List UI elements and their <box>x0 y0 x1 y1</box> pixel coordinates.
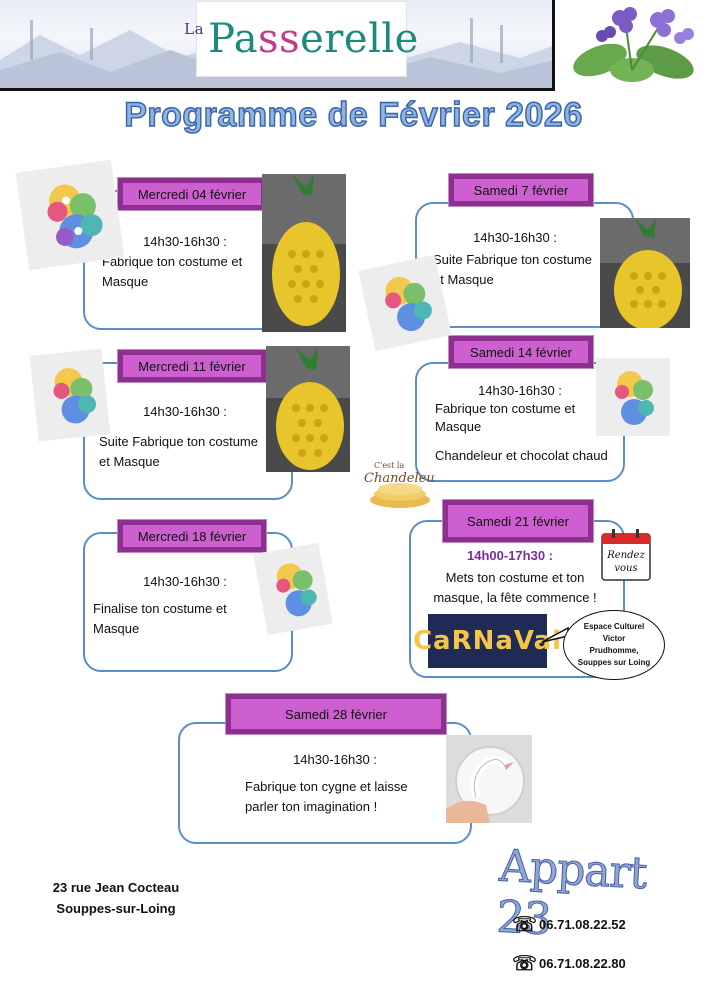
venue-line: Espace Culturel <box>583 622 645 631</box>
craft-masks-photo <box>253 542 333 636</box>
event-description: Fabrique ton costume et Masque <box>102 252 242 292</box>
telephone-icon: ☏ <box>512 914 538 936</box>
craft-masks-photo <box>358 254 452 352</box>
telephone-icon: ☏ <box>512 953 538 975</box>
event-description-line: Fabrique ton costume et <box>435 401 576 416</box>
event-time: 14h00-17h30 : <box>467 548 553 563</box>
pineapple-costume-photo <box>262 174 346 332</box>
event-description-line: masque, la fête commence ! <box>433 590 597 605</box>
address-block: 23 rue Jean Cocteau Souppes-sur-Loing <box>46 877 186 919</box>
rendez-text: Rendez <box>606 550 645 561</box>
event-time: 14h30-16h30 : <box>478 383 562 398</box>
address-line: 23 rue Jean Cocteau <box>52 880 180 895</box>
phone-number: ☏ 06.71.08.22.52 <box>512 912 626 937</box>
event-description-line: Suite Fabrique ton costume <box>99 434 258 449</box>
pineapple-costume-photo <box>266 346 350 472</box>
event-date-label: Samedi 21 février <box>442 499 594 543</box>
event-description: Fabrique ton cygne et laisse parler ton … <box>245 777 408 817</box>
venue-speech-bubble: Espace Culturel Victor Prudhomme, Souppe… <box>563 610 665 680</box>
event-date-label: Mercredi 11 février <box>117 349 267 383</box>
venue-line: Prudhomme, <box>589 646 639 655</box>
logo-ss: ss <box>258 16 301 62</box>
event-description-line: et Masque <box>433 272 494 287</box>
header-divider-vertical <box>552 0 555 91</box>
paper-plate-swan-photo <box>446 735 532 823</box>
rendez-vous-calendar-icon: Rendez vous <box>601 529 651 581</box>
logo-rest: erelle <box>300 16 419 62</box>
violets-flower-illustration <box>573 7 694 82</box>
event-description: Fabrique ton costume et Masque <box>435 400 575 436</box>
event-time: 14h30-16h30 : <box>143 404 227 419</box>
phone-number-text: 06.71.08.22.80 <box>539 956 626 971</box>
event-description: Suite Fabrique ton costume et Masque <box>99 432 258 472</box>
chandeleur-crepes-illustration: C'est la Chandeleur <box>364 461 436 508</box>
chandeleur-caption: C'est la <box>374 461 404 470</box>
venue-line: Souppes sur Loing <box>577 658 651 667</box>
event-box-samedi-14 <box>415 362 625 482</box>
event-time: 14h30-16h30 : <box>293 752 377 767</box>
event-description-line: Suite Fabrique ton costume <box>433 252 592 267</box>
chandeleur-title: Chandeleur <box>364 471 436 486</box>
event-time: 14h30-16h30 : <box>143 234 227 249</box>
event-date-label: Samedi 14 février <box>448 335 594 369</box>
logo-la: La <box>184 20 205 38</box>
carnaval-banner: CaRNaVal <box>413 614 561 668</box>
event-time: 14h30-16h30 : <box>143 574 227 589</box>
event-description-line: et Masque <box>99 454 160 469</box>
craft-masks-photo <box>596 358 670 436</box>
event-description-line: Masque <box>435 419 482 434</box>
craft-masks-photo <box>15 159 125 271</box>
phone-number: ☏ 06.71.08.22.80 <box>512 951 626 976</box>
event-description: Finalise ton costume et Masque <box>93 599 227 639</box>
event-time: 14h30-16h30 : <box>473 230 557 245</box>
event-description-line: Masque <box>102 274 149 289</box>
carnaval-text: CaRNaVal <box>412 626 563 656</box>
event-description: Mets ton costume et ton masque, la fête … <box>425 568 605 608</box>
craft-masks-photo <box>29 348 111 442</box>
event-description: Suite Fabrique ton costume et Masque <box>433 250 592 290</box>
event-description-extra: Chandeleur et chocolat chaud <box>435 448 608 463</box>
event-description-line: Fabrique ton cygne et laisse <box>245 779 408 794</box>
header-divider <box>0 88 555 91</box>
vous-text: vous <box>614 563 637 574</box>
event-box-mercredi-11 <box>83 362 293 500</box>
address-line: Souppes-sur-Loing <box>56 901 176 916</box>
event-description-line: Finalise ton costume et <box>93 601 227 616</box>
event-description-line: Masque <box>93 621 140 636</box>
venue-line: Victor <box>602 634 626 643</box>
event-date-label: Mercredi 04 février <box>117 177 267 211</box>
event-date-label: Mercredi 18 février <box>117 519 267 553</box>
logo-pa: Pa <box>208 16 259 62</box>
event-description-line: Fabrique ton costume et <box>102 254 243 269</box>
pineapple-costume-photo <box>600 218 690 328</box>
phone-number-text: 06.71.08.22.52 <box>539 917 626 932</box>
event-date-label: Samedi 7 février <box>448 173 594 207</box>
page-title: Programme de Février 2026 <box>124 95 583 134</box>
event-date-label: Samedi 28 février <box>225 693 447 735</box>
event-description-line: parler ton imagination ! <box>245 799 378 814</box>
event-description-line: Mets ton costume et ton <box>445 570 585 585</box>
